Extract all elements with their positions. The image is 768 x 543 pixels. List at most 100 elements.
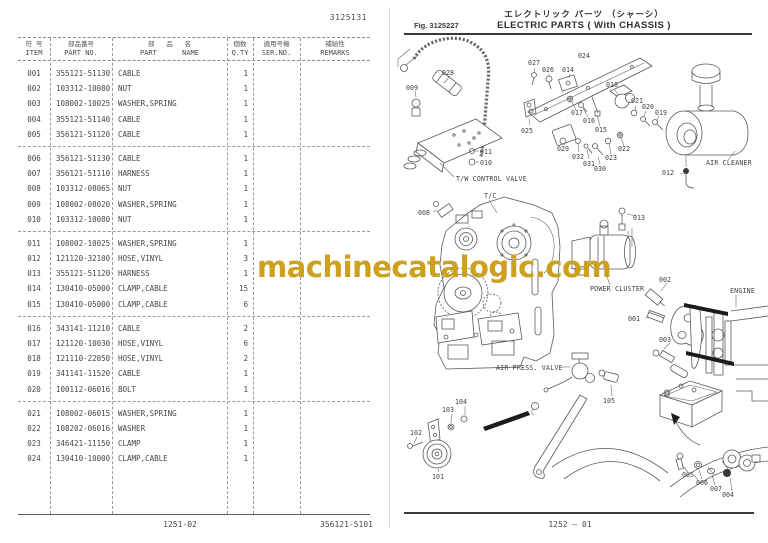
cell-remarks xyxy=(300,321,370,336)
cell-item: 002 xyxy=(27,84,41,94)
part-label-008: 008 xyxy=(418,209,430,217)
watermark: machinecatalogic.com xyxy=(257,250,612,284)
cell-ser xyxy=(253,321,300,336)
cell-part_no: 343141-11210 xyxy=(56,323,111,333)
cell-item: 019 xyxy=(27,369,41,379)
header-item-jp: 符 号 xyxy=(25,40,43,48)
cell-part_no: 108002-10025 xyxy=(56,99,111,109)
cell-qty: 1 xyxy=(243,384,248,394)
cell-qty: 1 xyxy=(243,238,248,248)
page-code: 1252 — 01 xyxy=(548,520,592,529)
cell-ser xyxy=(253,366,300,381)
header-ser-en: SER.NO. xyxy=(261,49,292,57)
cell-item: 007 xyxy=(27,169,41,179)
header-remarks-jp: 補給性 xyxy=(325,40,345,48)
cell-part_no: 108002-10025 xyxy=(56,238,111,248)
cell-qty: 15 xyxy=(238,284,248,294)
cell-item: 024 xyxy=(27,454,41,464)
cell-part_no: 130410-10000 xyxy=(56,454,111,464)
callout-air-cleaner: AIR CLEANER xyxy=(706,159,752,167)
cell-item: 010 xyxy=(27,214,41,224)
part-label-006: 006 xyxy=(696,479,708,487)
part-label-104: 104 xyxy=(455,398,467,406)
cell-name: CLAMP,CABLE xyxy=(118,284,168,294)
tw-control-valve-drawing xyxy=(397,36,503,178)
cell-ser xyxy=(253,112,300,127)
cell-qty: 2 xyxy=(243,354,248,364)
cell-item: 022 xyxy=(27,423,41,433)
cell-part_no: 108202-06016 xyxy=(56,423,111,433)
cell-part_no: 121120-32100 xyxy=(56,254,111,264)
column-divider xyxy=(300,38,301,514)
figure-title-jp: エレクトリック パーツ （シャーシ） xyxy=(504,10,664,20)
part-label-011: 011 xyxy=(480,148,492,156)
cell-ser xyxy=(253,127,300,142)
cell-remarks xyxy=(300,351,370,366)
group-separator xyxy=(18,227,370,236)
part-label-024: 024 xyxy=(578,52,590,60)
left-catalog-page: 3125131 符 号 部品番号 部 品 名 個数 適用号機 補給性 ITEM … xyxy=(18,13,373,529)
cell-qty: 2 xyxy=(243,323,248,333)
cell-part_no: 103312-08065 xyxy=(56,184,111,194)
column-divider xyxy=(50,38,51,514)
cell-name: HARNESS xyxy=(118,269,150,279)
column-divider xyxy=(253,38,254,514)
part-label-023: 023 xyxy=(605,154,617,162)
cell-qty: 1 xyxy=(243,369,248,379)
cell-ser xyxy=(253,181,300,196)
cell-part_no: 108002-08020 xyxy=(56,199,111,209)
header-name-en: PART NAME xyxy=(139,49,199,57)
cell-qty: 1 xyxy=(243,69,248,78)
header-remarks-en: REMARKS xyxy=(320,49,350,57)
cell-remarks xyxy=(300,451,370,466)
figure-number: Fig. 3125227 xyxy=(414,21,459,30)
figure-title-en: ELECTRIC PARTS ( With CHASSIS ) xyxy=(497,20,671,31)
part-label-004: 004 xyxy=(722,491,734,499)
part-label-020: 020 xyxy=(642,103,654,111)
cell-remarks xyxy=(300,127,370,142)
part-label-022: 022 xyxy=(618,145,630,153)
cell-item: 008 xyxy=(27,184,41,194)
cell-part_no: 341141-11520 xyxy=(56,369,111,379)
cell-remarks xyxy=(300,197,370,212)
cell-part_no: 355121-51130 xyxy=(56,69,111,78)
cell-remarks xyxy=(300,406,370,421)
part-number-labels: 028 009 011 010 027 026 014 024 018 021 … xyxy=(406,52,734,499)
part-label-007: 007 xyxy=(710,485,722,493)
cell-name: CLAMP,CABLE xyxy=(118,299,168,309)
cell-ser xyxy=(253,436,300,451)
cell-name: CABLE xyxy=(118,323,141,333)
table-header: 符 号 部品番号 部 品 名 個数 適用号機 補給性 ITEM PART NO.… xyxy=(18,38,370,61)
cell-name: HOSE,VINYL xyxy=(118,354,164,364)
cell-remarks xyxy=(300,436,370,451)
cell-qty: 1 xyxy=(243,423,248,433)
cell-item: 009 xyxy=(27,199,41,209)
cell-ser xyxy=(253,236,300,251)
cell-name: NUT xyxy=(118,214,132,224)
cell-item: 012 xyxy=(27,254,41,264)
cell-part_no: 103312-10080 xyxy=(56,84,111,94)
fender-arm-drawing xyxy=(483,394,768,498)
doc-number: 3125131 xyxy=(329,13,367,22)
part-label-029: 029 xyxy=(557,145,569,153)
cell-name: HOSE,VINYL xyxy=(118,254,164,264)
column-divider xyxy=(227,38,228,514)
cell-item: 005 xyxy=(27,129,41,139)
part-label-101: 101 xyxy=(432,473,444,481)
part-label-030: 030 xyxy=(594,165,606,173)
cell-qty: 1 xyxy=(243,114,248,124)
callout-power-cluster: POWER CLUSTER xyxy=(590,285,644,293)
header-ser-jp: 適用号機 xyxy=(263,40,290,48)
callout-labels: T/W CONTROL VALVE AIR CLEANER T/C POWER … xyxy=(456,159,755,372)
